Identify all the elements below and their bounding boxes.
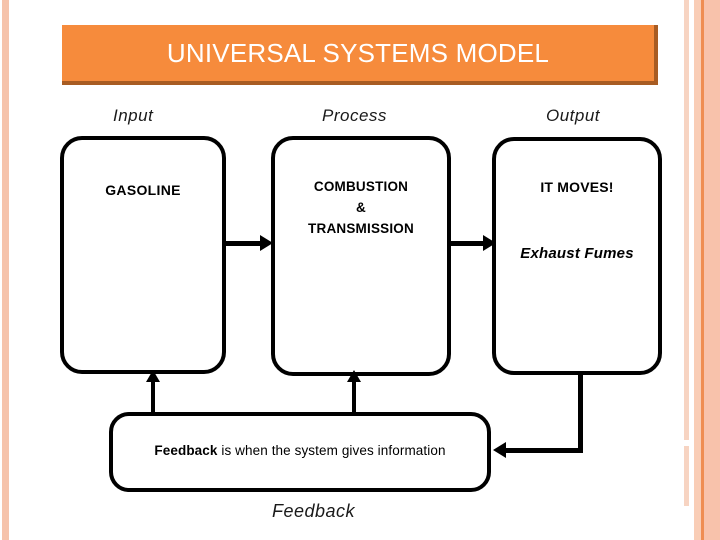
feedback-to-process-arrowhead-icon bbox=[347, 370, 361, 382]
feedback-box: Feedback is when the system gives inform… bbox=[109, 412, 491, 492]
feedback-to-input-line bbox=[151, 375, 155, 413]
column-label-input: Input bbox=[113, 106, 154, 125]
right-edge-stripe-2 bbox=[694, 0, 701, 540]
input-box: GASOLINE bbox=[60, 136, 226, 374]
input-to-process-line bbox=[224, 241, 266, 246]
output-box-label-secondary: Exhaust Fumes bbox=[520, 245, 634, 262]
output-box: IT MOVES! Exhaust Fumes bbox=[492, 137, 662, 375]
output-to-feedback-line-horizontal bbox=[506, 448, 583, 453]
process-box: COMBUSTION & TRANSMISSION bbox=[271, 136, 451, 376]
column-label-feedback: Feedback bbox=[272, 501, 356, 521]
process-box-label: COMBUSTION & TRANSMISSION bbox=[275, 176, 447, 239]
feedback-to-process-line bbox=[352, 375, 356, 413]
feedback-box-label: Feedback is when the system gives inform… bbox=[113, 443, 487, 458]
feedback-to-input-arrowhead-icon bbox=[146, 370, 160, 382]
right-edge-stripe-gap-lower bbox=[684, 506, 689, 540]
left-edge-stripe bbox=[2, 0, 9, 540]
right-edge-stripe-4 bbox=[704, 0, 720, 540]
process-line-3: TRANSMISSION bbox=[308, 221, 414, 236]
output-box-label-primary: IT MOVES! bbox=[540, 179, 614, 195]
right-edge-stripe-1 bbox=[684, 0, 689, 540]
output-to-feedback-arrowhead-icon bbox=[493, 442, 506, 458]
input-to-process-arrowhead-icon bbox=[260, 235, 273, 251]
column-label-process: Process bbox=[322, 106, 387, 125]
feedback-rest-text: is when the system gives information bbox=[217, 443, 446, 458]
right-edge-stripe-gap-upper bbox=[684, 440, 689, 446]
process-to-output-line bbox=[449, 241, 489, 246]
feedback-bold-word: Feedback bbox=[154, 443, 218, 458]
process-line-1: COMBUSTION bbox=[313, 179, 409, 194]
output-to-feedback-line-vertical bbox=[578, 375, 583, 452]
process-line-2: & bbox=[356, 200, 366, 215]
input-box-label: GASOLINE bbox=[105, 182, 181, 198]
right-edge-stripe-3 bbox=[701, 0, 704, 540]
column-label-output: Output bbox=[546, 106, 601, 125]
page-title: UNIVERSAL SYSTEMS MODEL bbox=[166, 37, 550, 68]
title-banner: UNIVERSAL SYSTEMS MODEL bbox=[62, 25, 658, 85]
process-to-output-arrowhead-icon bbox=[483, 235, 496, 251]
